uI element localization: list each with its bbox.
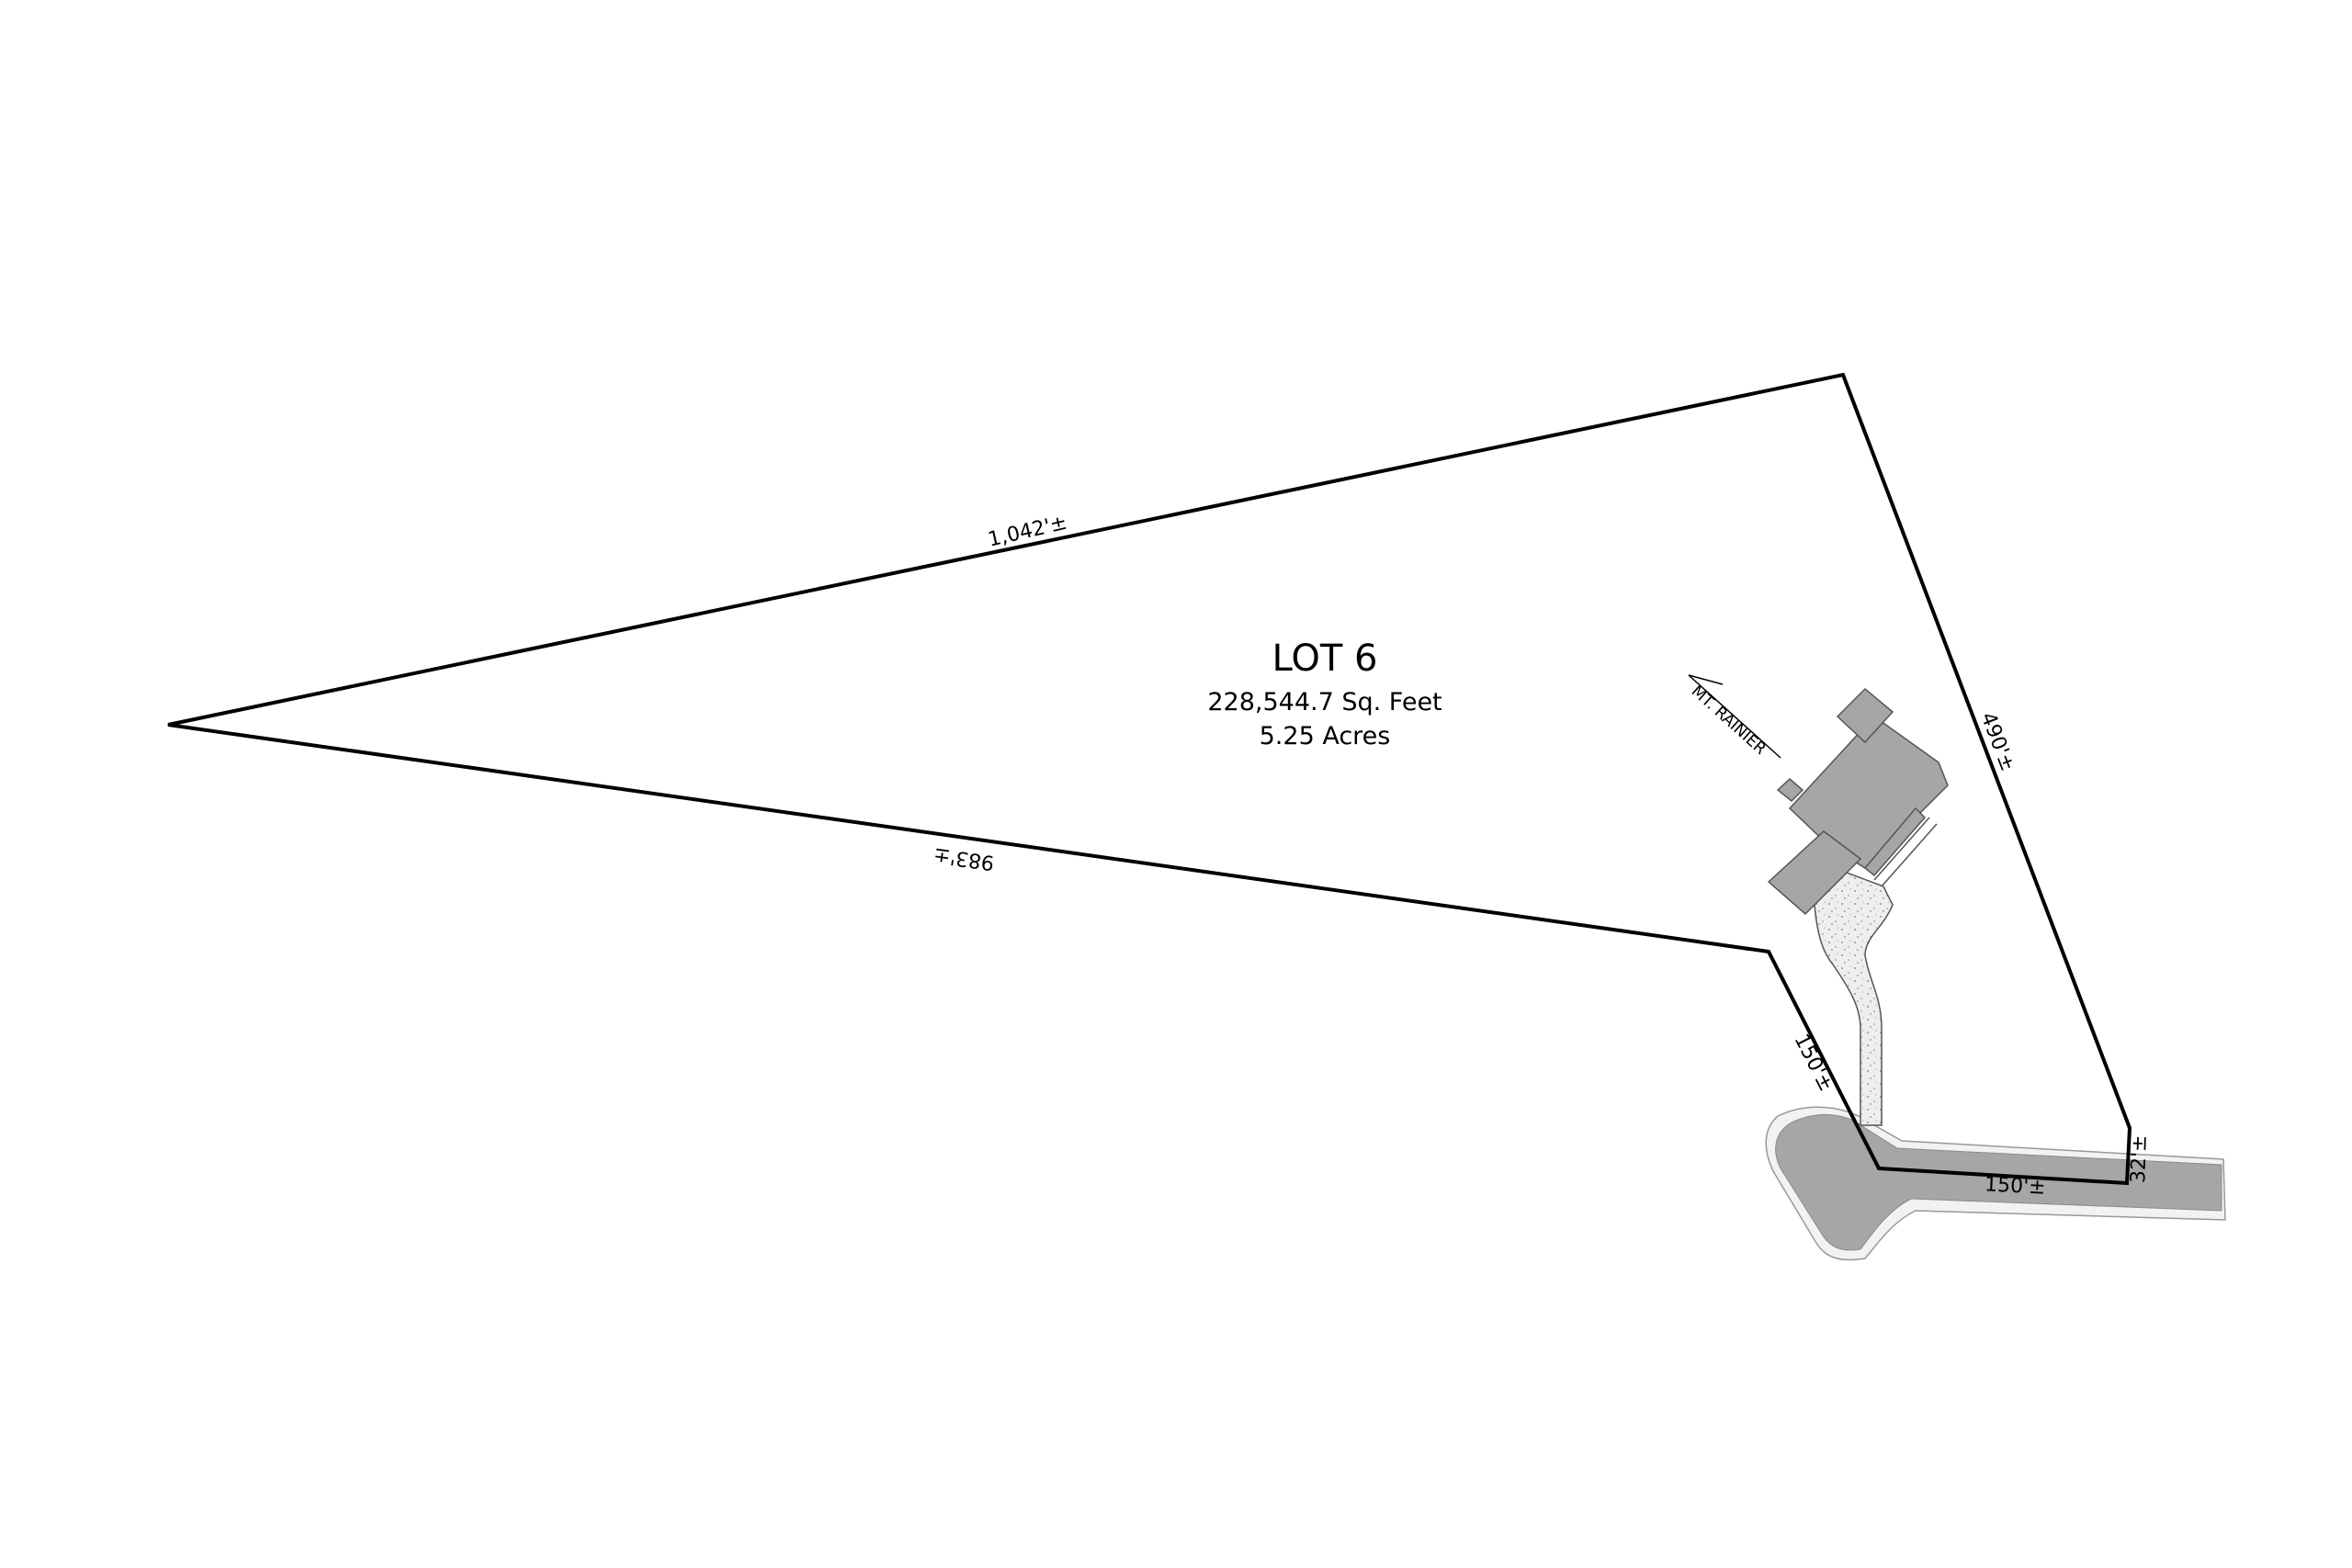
house-walkway-line [1873, 817, 1930, 881]
lot-boundary [167, 372, 2132, 1186]
dimension-frontage-end: 32'± [2127, 1134, 2152, 1183]
road-pavement [1775, 1113, 2222, 1251]
house-shed [1776, 777, 1804, 803]
house-footprint [1767, 687, 1949, 916]
house-deck [1863, 807, 1927, 877]
house-garage [1767, 830, 1862, 916]
driveway [1814, 872, 1894, 1126]
view-arrow [1688, 674, 1781, 759]
road [1765, 1106, 2226, 1261]
lot-area-acres: 5.25 Acres [1260, 722, 1391, 750]
house-wing [1836, 687, 1894, 744]
dimension-south-edge: 983'± [932, 842, 995, 874]
view-note-label: MT. RAINIER [1688, 682, 1770, 759]
dimension-lower-west-edge: 150'± [1790, 1031, 1838, 1096]
lot-title: LOT 6 [1272, 637, 1378, 680]
driveway-gravel [1814, 872, 1894, 1126]
house-walkway-line-2 [1881, 823, 1938, 887]
lot-area-sqft: 228,544.7 Sq. Feet [1207, 688, 1442, 716]
dimension-frontage: 150'± [1984, 1173, 2046, 1199]
